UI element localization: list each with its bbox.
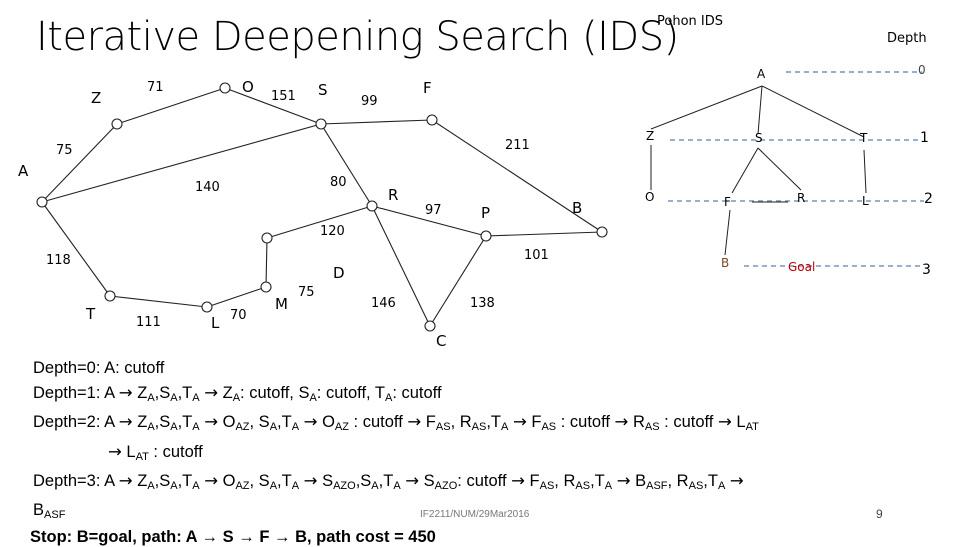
- edge-A-Z: [41, 123, 118, 203]
- tree-title: Pohon IDS: [657, 14, 723, 29]
- tree-node-L: L: [862, 194, 869, 208]
- city-label-T: T: [86, 305, 96, 323]
- distance-L-M: 70: [230, 308, 247, 323]
- step-depth-3-cont: BASF: [33, 500, 66, 521]
- city-node-O: [219, 82, 231, 94]
- step-depth-1: Depth=1: A → ZA,SA,TA → ZA: cutoff, SA: …: [33, 382, 442, 404]
- city-label-C: C: [436, 332, 447, 350]
- tree-edge-F-B: [724, 209, 731, 256]
- edge-M-D: [265, 237, 268, 288]
- distance-D-C: 120: [320, 224, 345, 239]
- tree-node-O: O: [645, 190, 655, 204]
- tree-node-B: B: [721, 256, 730, 270]
- city-label-F: F: [423, 79, 432, 97]
- tree-edge-A-Z: [650, 85, 763, 130]
- city-node-D: [261, 232, 273, 244]
- tree-node-R: R: [797, 191, 806, 205]
- distance-T-L: 111: [136, 315, 161, 330]
- distance-A-S: 140: [195, 180, 220, 195]
- city-label-P: P: [481, 204, 491, 222]
- edge-P-C: [429, 235, 487, 327]
- distance-F-B: 211: [505, 138, 530, 153]
- city-label-Z: Z: [91, 89, 102, 107]
- tree-node-T: T: [860, 131, 868, 145]
- edge-S-F: [320, 119, 433, 125]
- step-depth-0: Depth=0: A: cutoff: [33, 359, 165, 377]
- city-node-P: [480, 230, 492, 242]
- edge-A-T: [41, 201, 111, 297]
- edge-L-M: [206, 286, 267, 308]
- edge-R-P: [371, 205, 487, 237]
- footer-text: IF2211/NUM/29Mar2016: [420, 509, 530, 520]
- distance-P-C: 138: [470, 296, 495, 311]
- step-depth-3: Depth=3: A → ZA,SA,TA → OAZ, SA,TA → SAZ…: [33, 471, 744, 492]
- distance-M-D: 75: [298, 285, 315, 300]
- edge-T-L: [109, 295, 208, 308]
- city-node-S: [315, 118, 327, 130]
- city-node-A: [36, 196, 48, 208]
- depth-value-1: 1: [920, 130, 929, 146]
- depth-value-0: 0: [918, 63, 926, 77]
- city-label-A: A: [18, 162, 29, 180]
- city-label-D: D: [333, 264, 345, 282]
- edge-F-B: [431, 119, 603, 233]
- city-label-L: L: [211, 314, 220, 332]
- city-node-M: [260, 281, 272, 293]
- city-label-B: B: [572, 199, 583, 217]
- stop-line: Stop: B=goal, path: A → S → F → B, path …: [30, 528, 436, 546]
- city-node-T: [104, 290, 116, 302]
- distance-R-P: 97: [425, 203, 442, 218]
- depth-header: Depth: [887, 31, 927, 46]
- ids-steps: Depth=0: A: cutoff Depth=1: A → ZA,SA,TA…: [33, 357, 759, 527]
- distance-S-F: 99: [361, 94, 378, 109]
- city-node-Z: [111, 118, 123, 130]
- city-label-R: R: [388, 186, 399, 204]
- city-label-S: S: [318, 81, 328, 99]
- distance-R-C: 146: [371, 296, 396, 311]
- edge-A-S: [41, 123, 322, 203]
- edge-Z-O: [116, 87, 226, 125]
- edge-P-B: [485, 231, 603, 237]
- step-depth-2: Depth=2: A → ZA,SA,TA → OAZ, SA,TA → OAZ…: [33, 412, 759, 433]
- city-label-M: M: [275, 295, 288, 313]
- city-node-R: [366, 200, 378, 212]
- edge-R-C: [371, 205, 431, 327]
- tree-node-goal: Goal: [788, 260, 816, 274]
- city-node-C: [424, 320, 436, 332]
- edge-S-R: [320, 123, 373, 207]
- tree-node-F: F: [724, 195, 731, 209]
- depth-value-2: 2: [924, 191, 933, 207]
- tree-edge-T-L: [863, 149, 867, 194]
- city-node-B: [596, 226, 608, 238]
- distance-O-S: 151: [271, 89, 296, 104]
- distance-Z-O: 71: [147, 80, 164, 95]
- tree-edge-S-F: [731, 147, 759, 194]
- tree-edge-S-R: [757, 147, 802, 191]
- distance-A-Z: 75: [56, 143, 73, 158]
- city-node-L: [201, 301, 213, 313]
- tree-node-Z: Z: [646, 129, 655, 143]
- city-node-F: [426, 114, 438, 126]
- page-number: 9: [876, 507, 883, 521]
- tree-edge-A-T: [761, 85, 865, 138]
- tree-edge-A-S: [757, 85, 763, 135]
- slide-title: Iterative Deepening Search (IDS): [36, 14, 679, 60]
- distance-S-R: 80: [330, 175, 347, 190]
- tree-node-S: S: [755, 131, 763, 145]
- edge-D-C: [266, 205, 373, 239]
- step-depth-2-cont: → LAT : cutoff: [108, 441, 203, 463]
- edge-O-S: [224, 87, 322, 125]
- distance-P-B: 101: [524, 248, 549, 263]
- distance-A-T: 118: [46, 253, 71, 268]
- tree-node-A: A: [757, 67, 766, 81]
- depth-value-3: 3: [922, 262, 931, 278]
- city-label-O: O: [242, 78, 254, 96]
